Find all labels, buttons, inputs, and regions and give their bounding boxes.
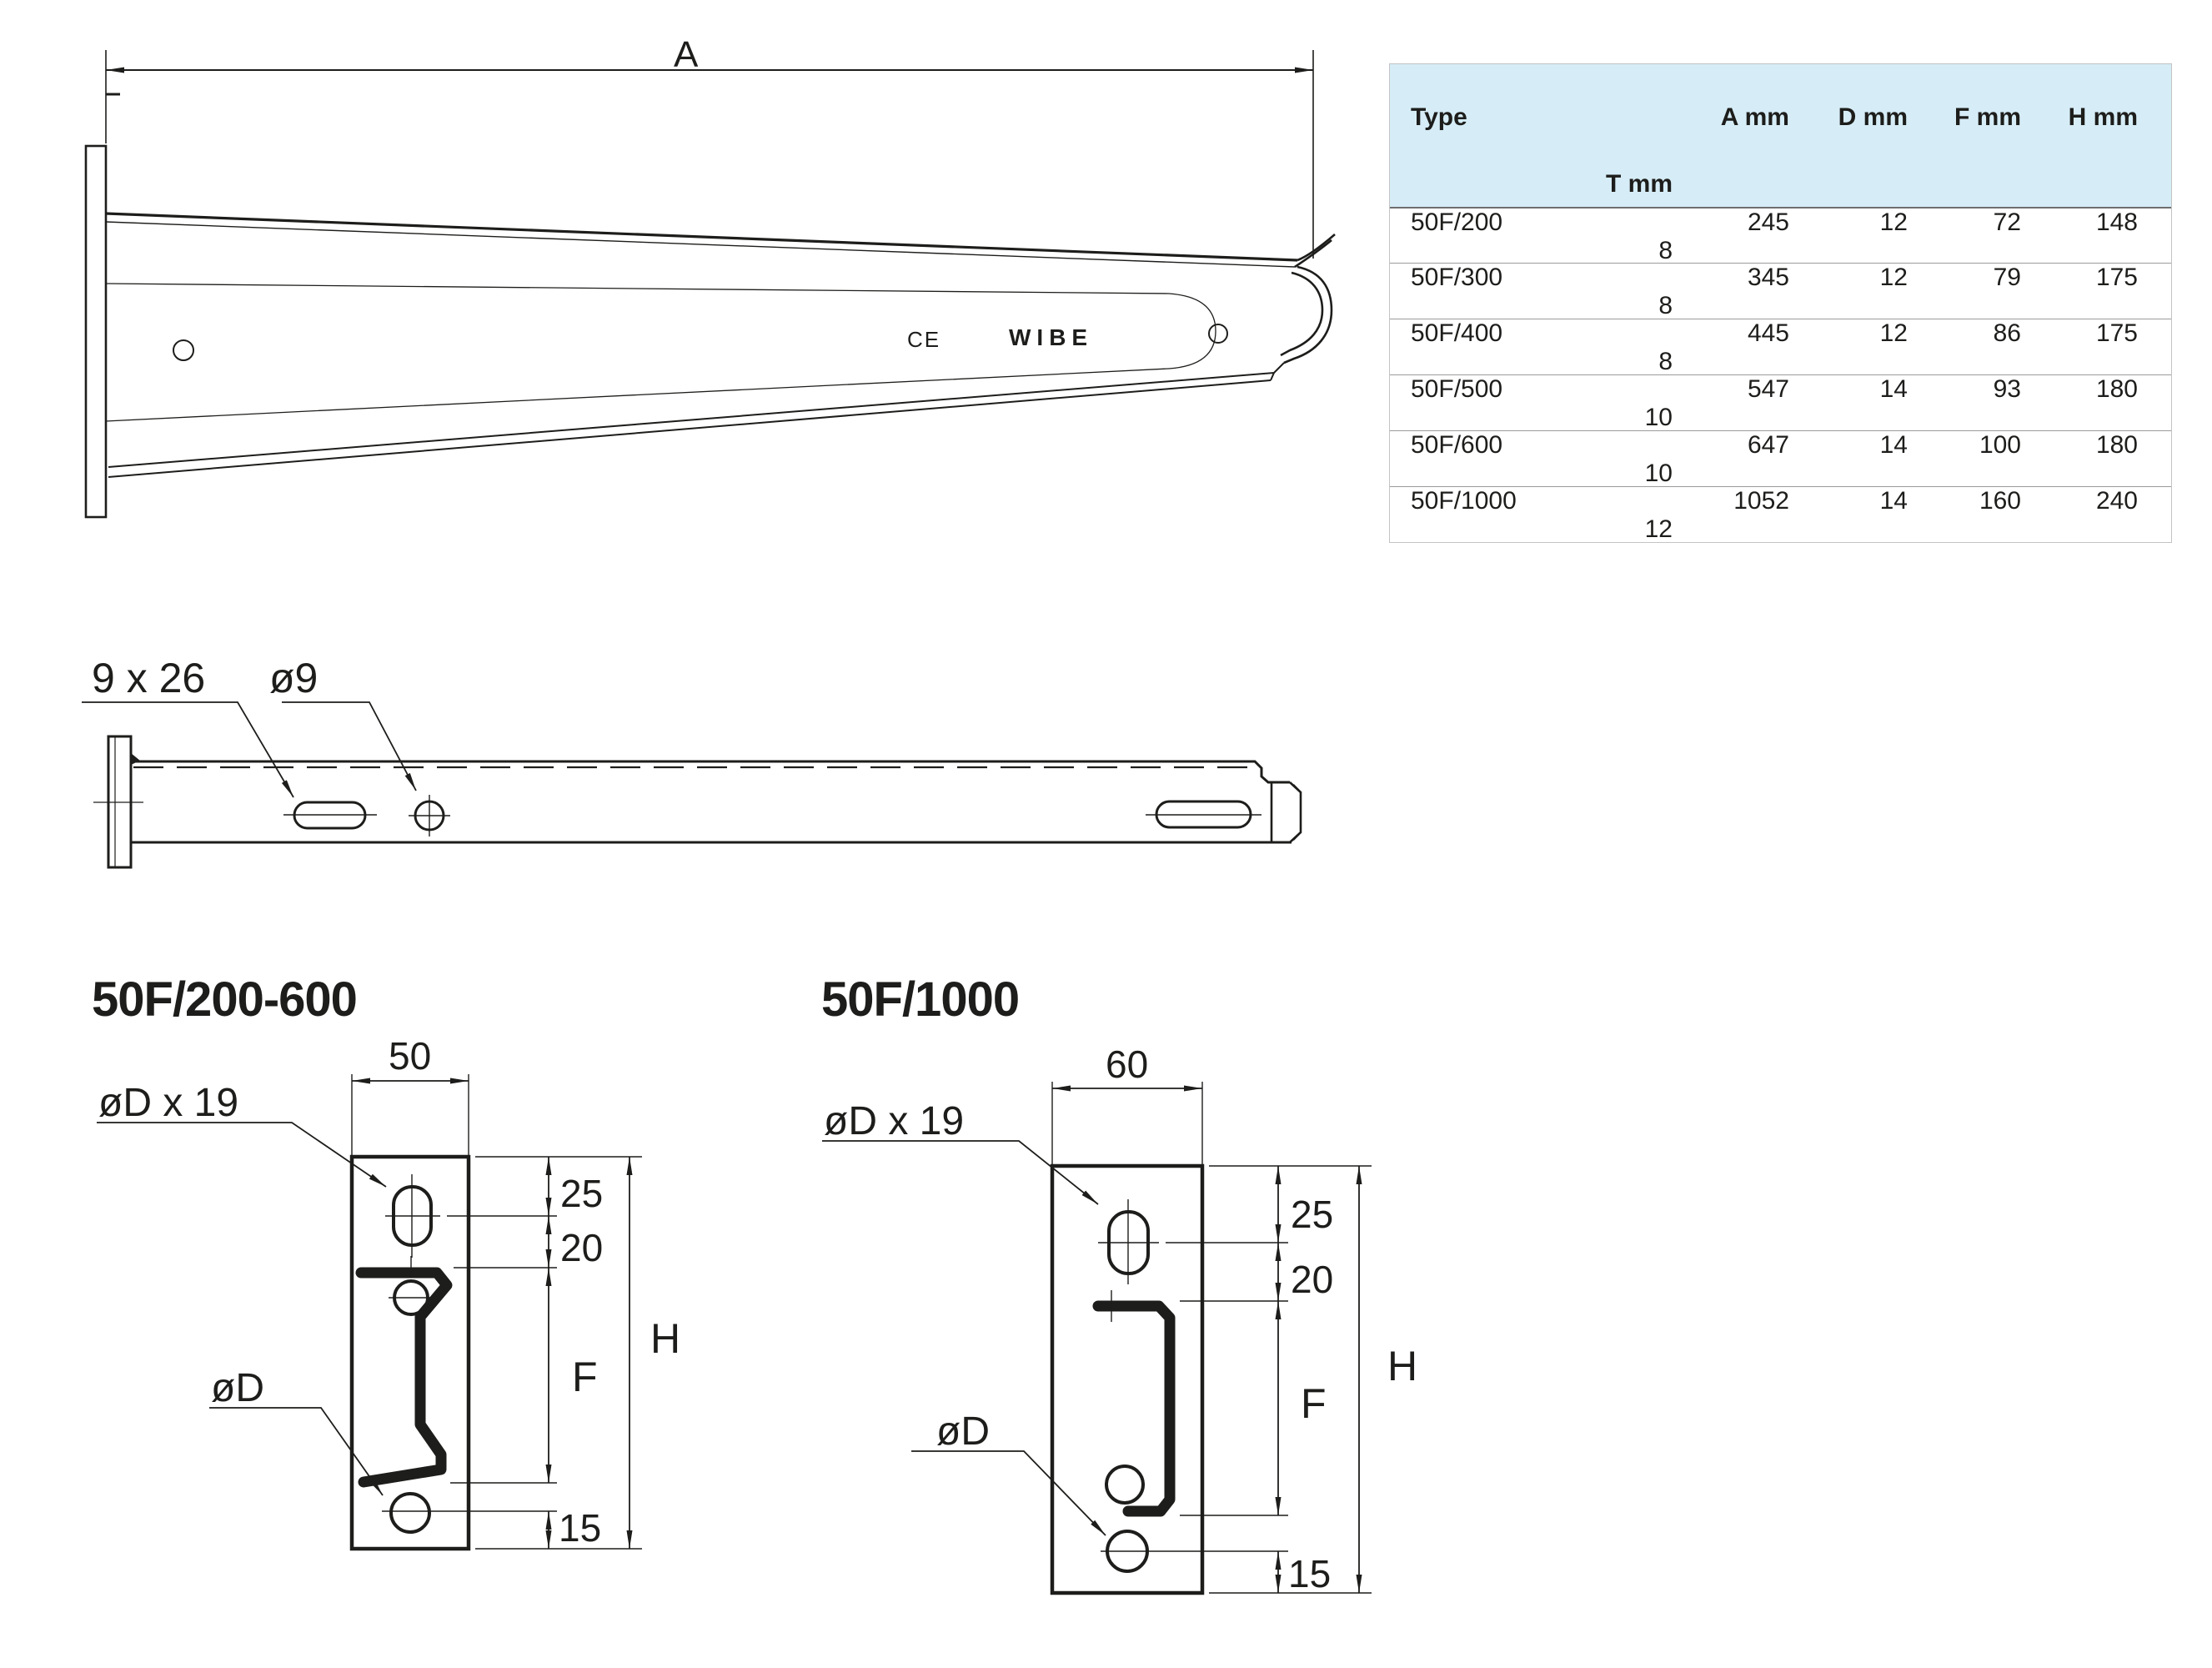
detail-left-dim-h: H xyxy=(650,1315,680,1362)
stamped-panel xyxy=(105,283,1216,422)
detail-left-width: 50 xyxy=(389,1034,431,1078)
detail-right-hole-label: øD xyxy=(936,1409,990,1454)
col-header-t: T mm xyxy=(1605,170,1673,198)
cell-h: 240 xyxy=(2095,487,2138,515)
arm-section-right xyxy=(1092,1300,1176,1517)
detail-left-hole xyxy=(389,1492,431,1534)
cell-h: 175 xyxy=(2095,319,2138,347)
spec-table: Type A mm D mm F mm H mm T mm 50F/200 24… xyxy=(1389,63,2172,543)
cell-type: 50F/500 xyxy=(1411,375,1503,403)
table-row: 50F/1000 1052 14 160 240 12 xyxy=(1390,486,2171,543)
cell-t: 10 xyxy=(1644,460,1673,487)
cell-d: 12 xyxy=(1879,319,1908,347)
detail-right-dim-15: 15 xyxy=(1288,1552,1331,1595)
profile-hole-mid xyxy=(1105,1465,1145,1505)
detail-right-title: 50F/1000 xyxy=(821,972,1019,1027)
cell-type: 50F/200 xyxy=(1411,208,1503,236)
detail-left-hole-label: øD xyxy=(211,1366,264,1410)
cell-a: 245 xyxy=(1747,208,1789,236)
cell-h: 180 xyxy=(2095,431,2138,459)
cell-type: 50F/1000 xyxy=(1411,487,1517,515)
detail-left-dim-15: 15 xyxy=(559,1506,601,1550)
arm-hook xyxy=(1280,234,1336,364)
cell-h: 175 xyxy=(2095,264,2138,291)
cell-a: 345 xyxy=(1747,264,1789,291)
table-row: 50F/300 345 12 79 175 8 xyxy=(1390,263,2171,319)
brand-text: WIBE xyxy=(1009,324,1093,350)
ce-mark: CE xyxy=(907,327,940,352)
detail-right-dim-25: 25 xyxy=(1291,1193,1333,1236)
cell-f: 86 xyxy=(1993,319,2021,347)
detail-right-dim-f: F xyxy=(1301,1380,1327,1427)
cell-t: 12 xyxy=(1644,515,1673,543)
cell-t: 8 xyxy=(1658,292,1673,319)
cell-type: 50F/300 xyxy=(1411,264,1503,291)
cell-h: 148 xyxy=(2095,208,2138,236)
detail-left-dim-20: 20 xyxy=(560,1226,603,1269)
arm-end-cap xyxy=(1270,781,1302,843)
arm-hole-left xyxy=(173,339,194,361)
cell-a: 547 xyxy=(1747,375,1789,403)
cell-f: 79 xyxy=(1993,264,2021,291)
cell-f: 160 xyxy=(1979,487,2021,515)
detail-left-dim-25: 25 xyxy=(560,1172,603,1215)
plate-front-left xyxy=(349,1154,471,1551)
col-header-h: H mm xyxy=(2068,103,2138,131)
cell-a: 1052 xyxy=(1733,487,1789,515)
cell-type: 50F/600 xyxy=(1411,431,1503,459)
detail-left-dim-f: F xyxy=(572,1354,598,1400)
cell-a: 445 xyxy=(1747,319,1789,347)
col-header-type: Type xyxy=(1411,103,1467,131)
table-row: 50F/400 445 12 86 175 8 xyxy=(1390,319,2171,375)
detail-left-title: 50F/200-600 xyxy=(92,972,357,1027)
cell-d: 14 xyxy=(1879,375,1908,403)
cell-d: 14 xyxy=(1879,487,1908,515)
hole-size-label: ø9 xyxy=(269,655,318,701)
arm-bottom-hem xyxy=(108,362,1285,478)
cell-t: 8 xyxy=(1658,348,1673,375)
col-header-a: A mm xyxy=(1720,103,1789,131)
detail-right-dim-20: 20 xyxy=(1291,1258,1333,1301)
cell-f: 93 xyxy=(1993,375,2021,403)
side-view-drawing: A CE WIBE xyxy=(84,34,1336,519)
cell-a: 647 xyxy=(1747,431,1789,459)
arm-section-left xyxy=(355,1267,453,1488)
col-header-d: D mm xyxy=(1838,103,1908,131)
table-row: 50F/600 647 14 100 180 10 xyxy=(1390,430,2171,487)
detail-right-drawing: 50F/1000 60 øD x 19 øD xyxy=(821,972,1417,1595)
cell-f: 72 xyxy=(1993,208,2021,236)
col-header-f: F mm xyxy=(1954,103,2021,131)
cell-t: 8 xyxy=(1658,237,1673,264)
cell-d: 14 xyxy=(1879,431,1908,459)
table-row: 50F/200 245 12 72 148 8 xyxy=(1390,207,2171,264)
cell-d: 12 xyxy=(1879,264,1908,291)
dim-a-label: A xyxy=(674,34,699,75)
detail-left-drawing: 50F/200-600 50 øD x 19 øD xyxy=(92,972,680,1551)
slot-size-label: 9 x 26 xyxy=(92,655,205,701)
plan-view-drawing: 9 x 26 ø9 xyxy=(82,655,1302,869)
spec-table-header: Type A mm D mm F mm H mm T mm xyxy=(1390,64,2171,207)
table-row: 50F/500 547 14 93 180 10 xyxy=(1390,374,2171,431)
cell-h: 180 xyxy=(2095,375,2138,403)
cell-f: 100 xyxy=(1979,431,2021,459)
arm-hole-right xyxy=(1208,324,1228,344)
cell-type: 50F/400 xyxy=(1411,319,1503,347)
cell-d: 12 xyxy=(1879,208,1908,236)
detail-right-dim-h: H xyxy=(1387,1343,1417,1389)
cell-t: 10 xyxy=(1644,404,1673,431)
detail-right-slot-label: øD x 19 xyxy=(824,1099,964,1143)
detail-left-slot-label: øD x 19 xyxy=(98,1081,238,1125)
detail-right-width: 60 xyxy=(1106,1042,1148,1086)
plate-front-right xyxy=(1050,1163,1205,1595)
wall-plate-side xyxy=(84,144,108,519)
